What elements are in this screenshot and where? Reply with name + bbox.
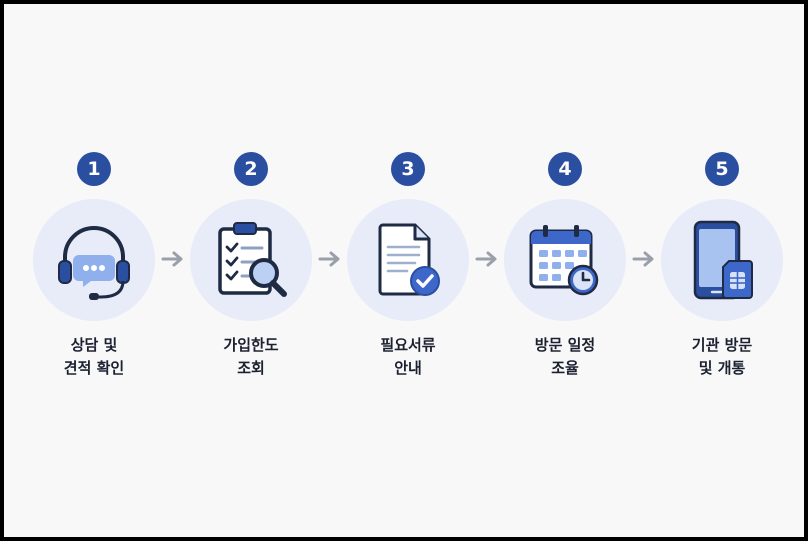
step-icon-circle: [661, 199, 783, 321]
arrow-right-icon: [632, 251, 654, 267]
headset-chat-icon: [58, 226, 130, 300]
step-icon-circle: [190, 199, 312, 321]
step-label-line2: 안내: [394, 359, 422, 377]
step-label-line2: 조회: [237, 359, 265, 377]
step-label: 상담 및 견적 확인: [29, 334, 159, 380]
step-label-line1: 상담 및: [70, 336, 118, 354]
step-icon-circle: [33, 199, 155, 321]
arrow-right-icon: [475, 251, 497, 267]
process-diagram: 1 상담 및 견적 확인 2: [4, 4, 804, 537]
step-number-badge: 2: [234, 152, 268, 186]
arrow-right-icon: [161, 251, 183, 267]
step-label-line1: 방문 일정: [534, 336, 596, 354]
document-check-icon: [378, 223, 440, 296]
calendar-clock-icon: [529, 225, 599, 296]
step-number-badge: 1: [77, 152, 111, 186]
clipboard-search-icon: [218, 222, 287, 297]
step-label-line1: 기관 방문: [691, 336, 753, 354]
phone-sim-icon: [693, 220, 753, 300]
arrow-right-icon: [318, 251, 340, 267]
step-label-line1: 가입한도: [223, 336, 279, 354]
step-label-line2: 및 개통: [698, 359, 746, 377]
step-number-badge: 4: [548, 152, 582, 186]
step-number-badge: 5: [705, 152, 739, 186]
step-icon-circle: [504, 199, 626, 321]
step-label: 방문 일정 조율: [500, 334, 630, 380]
step-label: 가입한도 조회: [186, 334, 316, 380]
step-label-line2: 견적 확인: [63, 359, 125, 377]
step-number-badge: 3: [391, 152, 425, 186]
step-label: 기관 방문 및 개통: [657, 334, 787, 380]
step-label: 필요서류 안내: [343, 334, 473, 380]
step-icon-circle: [347, 199, 469, 321]
step-label-line2: 조율: [551, 359, 579, 377]
step-label-line1: 필요서류: [380, 336, 436, 354]
